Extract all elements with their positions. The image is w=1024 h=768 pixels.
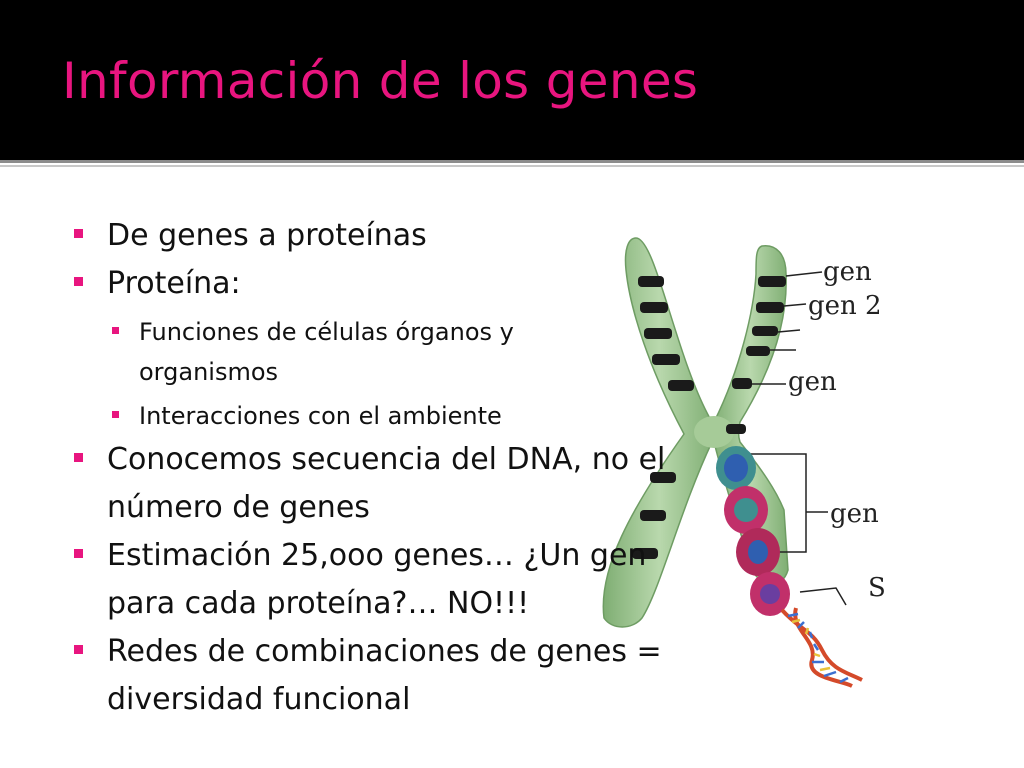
chromosome-svg: gen gen 2 gen gen S [602,237,886,688]
gene-label-2: gen 2 [808,291,882,321]
gene-label-1: gen [823,257,872,287]
title-bar: Información de los genes [0,0,1024,160]
bullet-item: Proteína: [74,260,694,308]
gene-label-3: gen [788,367,837,397]
title-divider [0,160,1024,163]
slide-title: Información de los genes [62,52,699,110]
bullet-marker [74,229,83,238]
dna-helix [780,607,863,688]
sub-bullet-text: Funciones de células órganos y organismo… [139,318,514,386]
bullet-text: Redes de combinaciones de genes = divers… [107,634,662,717]
chromosome-illustration: gen gen 2 gen gen S [500,210,890,690]
bands-right [726,276,786,434]
bullet-item: Redes de combinaciones de genes = divers… [74,628,694,724]
bullet-text: Proteína: [107,266,241,301]
bullet-marker [74,549,83,558]
label-s: S [868,573,886,603]
bullet-item: De genes a proteínas [74,212,694,260]
bullet-text: De genes a proteínas [107,218,427,253]
centromere [694,416,734,448]
bullet-list: De genes a proteínas Proteína: Funciones… [74,212,694,724]
bullet-marker [74,277,83,286]
bullet-item: Estimación 25,ooo genes… ¿Un gen para ca… [74,532,694,628]
sub-bullet-item: Funciones de células órganos y organismo… [74,312,694,392]
bullet-text: Conocemos secuencia del DNA, no el númer… [107,442,666,525]
chromatin-coil [716,446,790,616]
bands-left [632,276,694,559]
bullet-marker [74,453,83,462]
leader-lines [748,271,847,606]
gene-label-4: gen [830,499,879,529]
sub-bullet-marker [112,411,119,418]
bullet-item: Conocemos secuencia del DNA, no el númer… [74,436,694,532]
sub-bullet-marker [112,327,119,334]
sub-bullet-text: Interacciones con el ambiente [139,402,502,430]
bullet-text: Estimación 25,ooo genes… ¿Un gen para ca… [107,538,647,621]
bullet-marker [74,645,83,654]
title-divider-light [0,165,1024,167]
sub-bullet-item: Interacciones con el ambiente [74,396,694,436]
